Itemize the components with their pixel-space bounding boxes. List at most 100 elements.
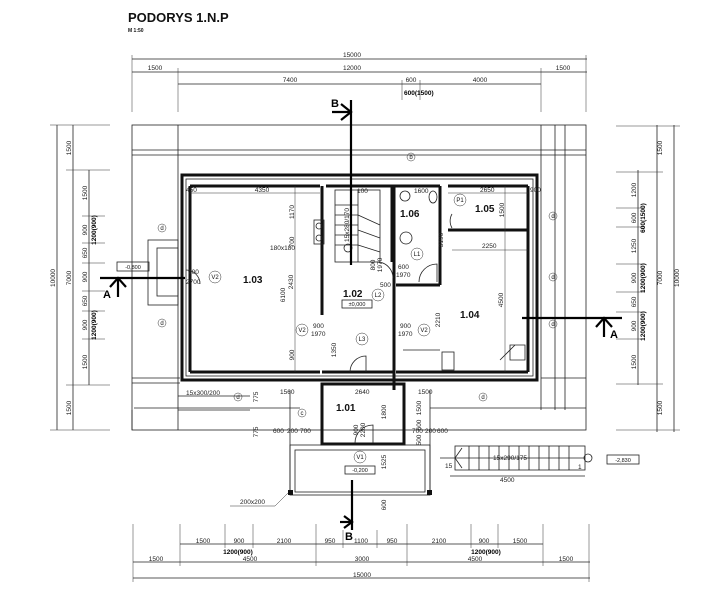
dim-600: 600: [416, 419, 423, 430]
dim-door-1970: 1970: [398, 331, 413, 338]
door-tag-v2: V2: [211, 275, 219, 281]
dim-1350: 1350: [331, 342, 338, 357]
window-tag-d: d: [160, 321, 163, 327]
column: [427, 490, 432, 495]
cooktop-icon: [441, 351, 455, 371]
dim-1800: 1800: [381, 404, 388, 419]
dim-door-1970: 1970: [311, 331, 326, 338]
dim-right-c2: 600: [631, 212, 638, 223]
dim-ext-stair-length: 4500: [500, 477, 515, 484]
ext-stair-first: 1: [578, 464, 582, 471]
dim-left-c6: 900: [82, 319, 89, 330]
dim-left-bottom: 1500: [66, 400, 73, 415]
level-outside: -2,830: [615, 458, 631, 464]
dim-top-left: 1500: [148, 65, 163, 72]
right-dimensions: 10000 1500 7000 1500 1200 600 1250 900 6…: [616, 125, 681, 432]
column: [288, 490, 293, 495]
dim-4350: 4350: [255, 187, 270, 194]
dim-800: 800: [370, 259, 377, 270]
dim-left-c3: 650: [82, 247, 89, 258]
dim-700: 700: [412, 428, 423, 435]
dim-100: 100: [357, 188, 368, 195]
dim-top-right: 1500: [556, 65, 571, 72]
drawing-title: PODORYS 1.N.P: [128, 10, 229, 25]
section-line-a: A A: [100, 276, 622, 341]
level-main: ±0,000: [349, 302, 366, 308]
dim-4500: 4500: [498, 292, 505, 307]
dim-1970: 1970: [396, 272, 411, 279]
dim-2210: 2210: [435, 312, 442, 327]
dim-right-window-3: 1200(900): [640, 311, 647, 341]
dim-left-window-2: 1200(900): [91, 310, 98, 340]
window-tag-c: c: [301, 411, 304, 417]
dim-door-900: 900: [400, 323, 411, 330]
dim-500: 500: [380, 282, 391, 289]
dim-right-total: 10000: [674, 269, 681, 287]
dim-left-mid: 7000: [66, 270, 73, 285]
dim-775: 775: [253, 391, 260, 402]
window-tags: b d d d d d d d c: [157, 152, 558, 418]
left-dimensions: 10000 1500 7000 1500 1500 900 650 900 65…: [50, 124, 110, 431]
dim-900: 900: [289, 349, 296, 360]
window-tag-d: d: [160, 226, 163, 232]
ext-stair-spec: 15x290/175: [493, 455, 527, 462]
dim-left-c1: 1500: [82, 185, 89, 200]
dim-window-top: 600(1500): [404, 90, 434, 97]
dim-left-c7: 1500: [82, 354, 89, 369]
dim-door-2700: 2700: [186, 279, 201, 286]
room-1-02: 1.02: [343, 289, 363, 300]
door-tag-p1: P1: [456, 198, 464, 204]
dim-450: 450: [186, 187, 197, 194]
dim-bottom-b3: 3000: [355, 556, 370, 563]
dim-1560: 1560: [280, 389, 295, 396]
door-tags: V2 V2 V2 L1 L2 L3 P1 V1: [208, 193, 467, 464]
dim-2250: 2250: [482, 243, 497, 250]
room-1-06: 1.06: [400, 209, 420, 220]
stair-spec: 15x280/170: [344, 208, 351, 242]
dim-door-900: 900: [353, 424, 360, 435]
dim-1525: 1525: [381, 454, 388, 469]
dim-600: 600: [406, 77, 417, 84]
dim-bottom-c5: 1100: [354, 538, 368, 545]
section-a-label-right: A: [610, 329, 618, 341]
dim-1500: 1500: [499, 202, 506, 217]
building-walls: [180, 173, 539, 496]
door-tag-l1: L1: [414, 252, 421, 258]
dim-right-window-2: 1200(900): [640, 263, 647, 293]
dim-500: 500: [416, 434, 423, 445]
interior-dimensions: 4350 450 1170 700 180x180 2430 6100 900 …: [186, 186, 541, 510]
dim-right-window-1: 600(1500): [640, 203, 647, 233]
dim-600: 600: [437, 428, 448, 435]
window-tag-d: d: [551, 214, 554, 220]
door-tag-v1: V1: [356, 455, 364, 461]
level-terrace-left: -0,800: [125, 265, 141, 271]
dim-1170: 1170: [289, 205, 296, 219]
section-a-label-left: A: [103, 289, 111, 301]
door-tag-l2: L2: [375, 293, 382, 299]
window-tag-d: d: [551, 322, 554, 328]
dim-700: 700: [289, 236, 296, 247]
dim-right-c1: 1200: [631, 182, 638, 197]
level-markers: -0,800 ±0,000 -0,200 -2,830: [116, 261, 640, 475]
section-line-b: B B: [331, 98, 354, 543]
dim-700: 700: [300, 428, 311, 435]
top-dimensions: 15000 1500 12000 1500 7400 600 4000 600(…: [131, 52, 587, 112]
dim-6100: 6100: [280, 287, 287, 302]
dim-left-window-1: 1200(900): [91, 215, 98, 245]
dim-right-bottom: 1500: [657, 400, 664, 415]
dim-door-900: 900: [313, 323, 324, 330]
dim-2430: 2430: [288, 274, 295, 289]
terrace-stair-spec: 15x300/200: [186, 390, 220, 397]
ext-stair-steps: 15: [445, 463, 453, 470]
window-tag-d: d: [236, 395, 239, 401]
dim-bottom-c7: 2100: [432, 538, 447, 545]
section-b-label-bottom: B: [345, 531, 353, 543]
dim-200: 200: [287, 428, 298, 435]
dim-top-inner: 12000: [343, 65, 361, 72]
dim-7400: 7400: [283, 77, 298, 84]
room-1-03: 1.03: [243, 275, 263, 286]
dim-bottom-b5: 1500: [559, 556, 574, 563]
kitchen-counter: [403, 344, 526, 361]
door-tag-v2: V2: [420, 328, 428, 334]
door-tag-l3: L3: [359, 337, 366, 343]
